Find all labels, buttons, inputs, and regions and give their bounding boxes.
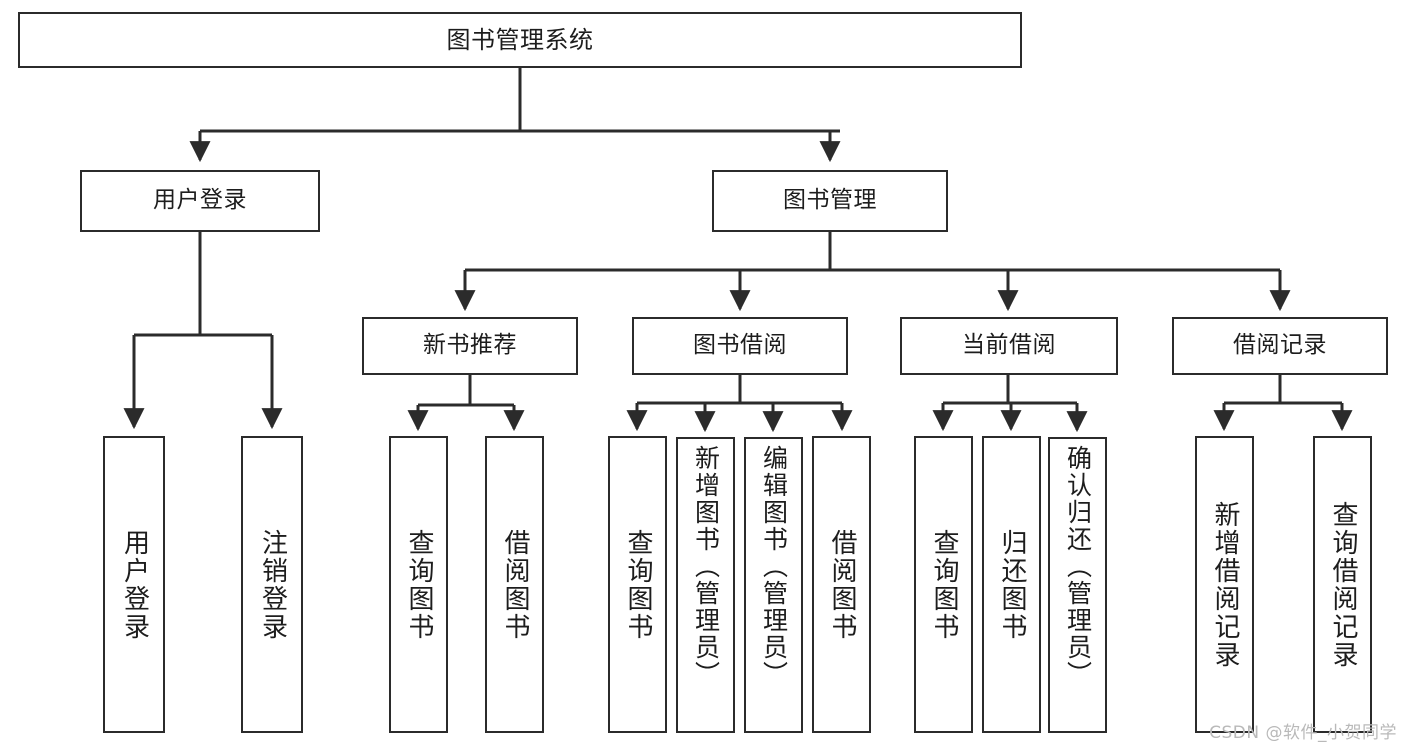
node-label: 用户登录 [153, 187, 247, 214]
node-label: 注销登录 [257, 528, 288, 641]
leaf-borrow-borrow-book[interactable]: 借阅图书 [812, 436, 871, 733]
leaf-recommend-query-book[interactable]: 查询图书 [389, 436, 448, 733]
leaf-records-add-record[interactable]: 新增借阅记录 [1195, 436, 1254, 733]
node-label: 查询图书 [404, 528, 435, 641]
leaf-borrow-edit-book-admin[interactable]: 编辑图书（管理员） [744, 437, 803, 733]
node-label: 查询图书 [623, 528, 654, 641]
node-label: 图书管理系统 [446, 25, 594, 54]
leaf-current-return-book[interactable]: 归还图书 [982, 436, 1041, 733]
leaf-records-query-record[interactable]: 查询借阅记录 [1313, 436, 1372, 733]
node-root-system[interactable]: 图书管理系统 [18, 12, 1022, 68]
leaf-current-confirm-return-admin[interactable]: 确认归还（管理员） [1048, 437, 1107, 733]
node-label: 图书管理 [783, 187, 877, 214]
leaf-user-login[interactable]: 用户登录 [103, 436, 165, 733]
leaf-user-logout[interactable]: 注销登录 [241, 436, 303, 733]
node-borrow-records[interactable]: 借阅记录 [1172, 317, 1388, 375]
node-current-borrow[interactable]: 当前借阅 [900, 317, 1118, 375]
node-user-login[interactable]: 用户登录 [80, 170, 320, 232]
node-label: 借阅图书 [827, 528, 858, 641]
node-label: 新书推荐 [423, 332, 517, 359]
node-label: 借阅记录 [1233, 332, 1327, 359]
leaf-current-query-book[interactable]: 查询图书 [914, 436, 973, 733]
node-label: 查询借阅记录 [1328, 500, 1359, 669]
node-label: 用户登录 [119, 528, 150, 641]
node-label: 归还图书 [997, 528, 1028, 641]
node-label: 查询图书 [929, 528, 960, 641]
node-book-management[interactable]: 图书管理 [712, 170, 948, 232]
node-label: 当前借阅 [962, 332, 1056, 359]
csdn-watermark: CSDN @软件_小贺同学 [1209, 723, 1397, 743]
node-new-book-recommend[interactable]: 新书推荐 [362, 317, 578, 375]
node-book-borrow[interactable]: 图书借阅 [632, 317, 848, 375]
node-label: 借阅图书 [500, 528, 531, 641]
leaf-borrow-add-book-admin[interactable]: 新增图书（管理员） [676, 437, 735, 733]
node-label: 图书借阅 [693, 332, 787, 359]
node-label: 新增图书（管理员） [691, 445, 721, 688]
node-label: 确认归还（管理员） [1063, 445, 1093, 688]
node-label: 编辑图书（管理员） [759, 445, 789, 688]
leaf-borrow-query-book[interactable]: 查询图书 [608, 436, 667, 733]
node-label: 新增借阅记录 [1210, 500, 1241, 669]
leaf-recommend-borrow-book[interactable]: 借阅图书 [485, 436, 544, 733]
